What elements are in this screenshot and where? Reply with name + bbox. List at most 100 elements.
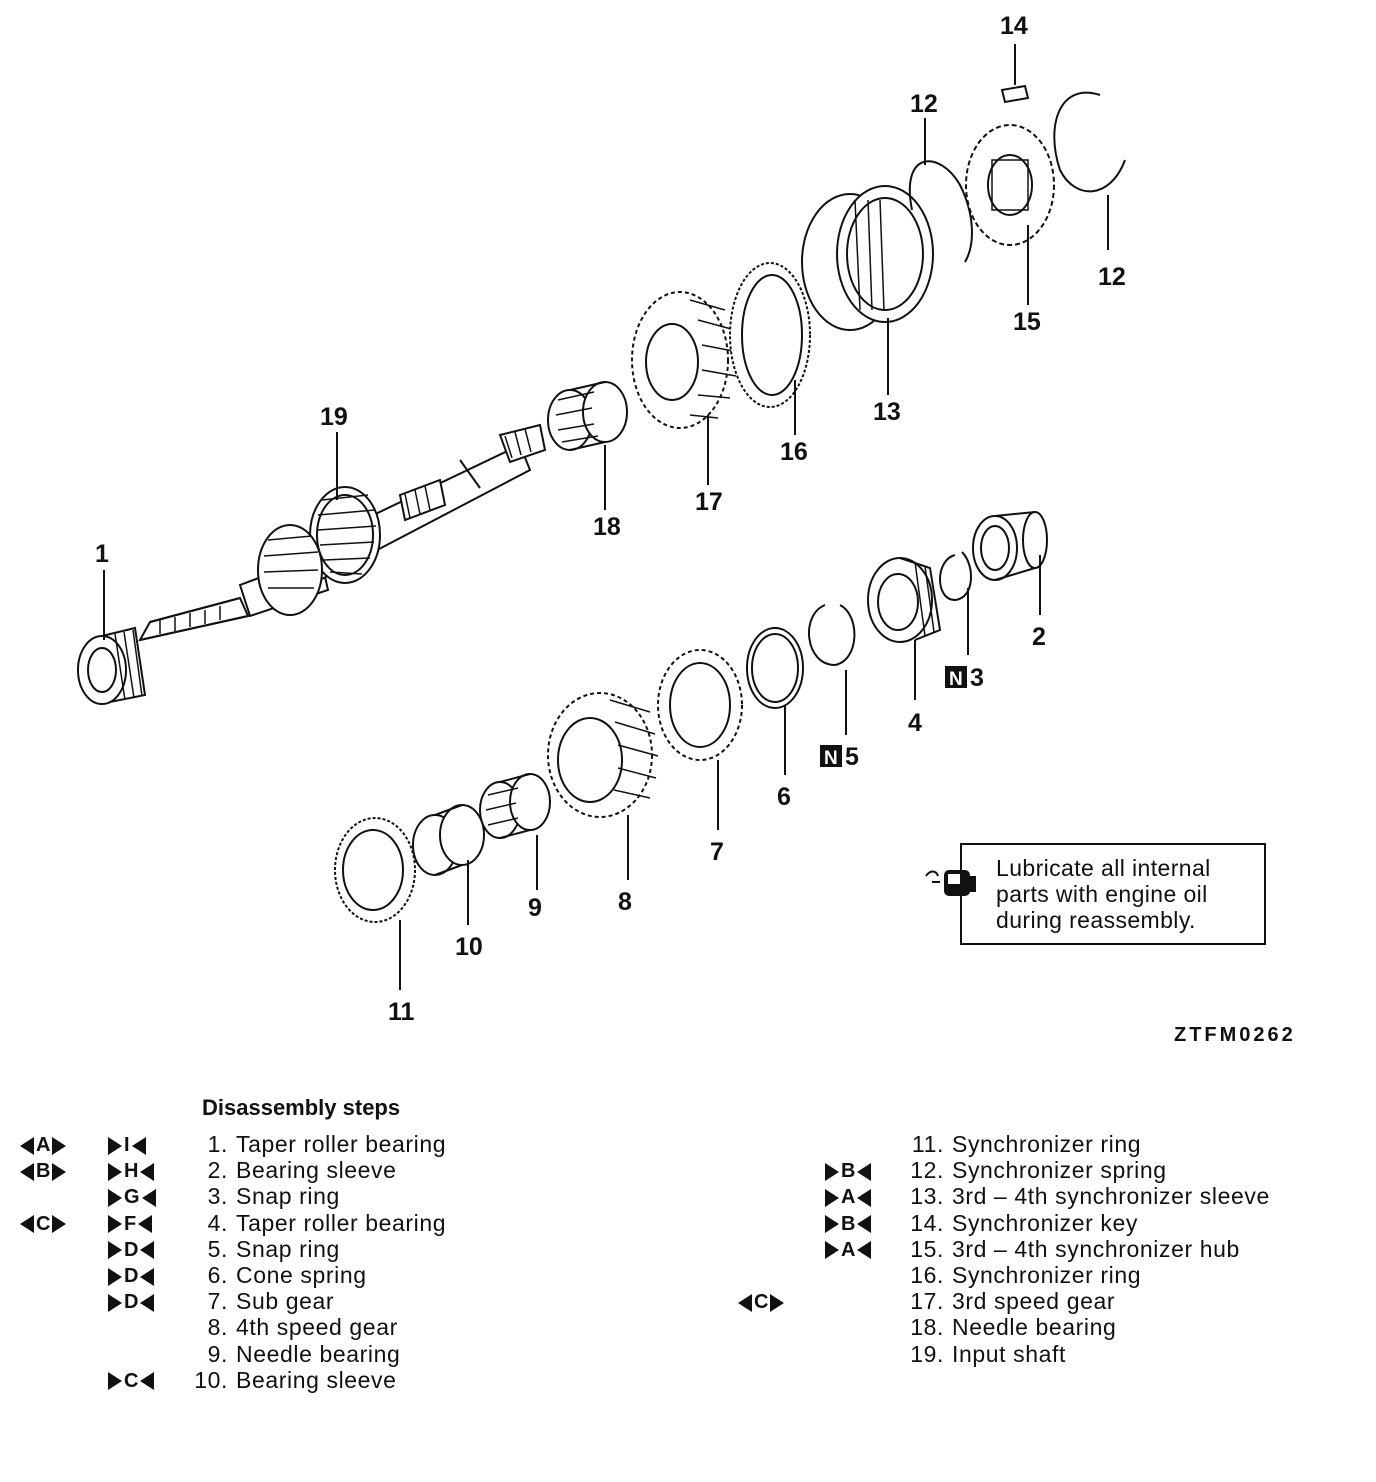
bearing-sleeve-2 <box>972 511 1048 581</box>
step-row-left-9: 9. Needle bearing <box>188 1341 400 1367</box>
step-number: 13. <box>910 1183 944 1210</box>
step-label: Synchronizer ring <box>952 1262 1142 1288</box>
callout-12b: 12 <box>1098 263 1126 291</box>
callout-12a: 12 <box>910 90 938 118</box>
step-label: Snap ring <box>236 1235 340 1262</box>
step-number: 9. <box>207 1340 228 1367</box>
marker-inner-left-4: F <box>108 1213 153 1235</box>
step-row-left-2: 2.Bearing sleeve <box>188 1157 397 1183</box>
callout-9: 9 <box>528 894 542 922</box>
marker-inner-left-6: D <box>108 1265 155 1287</box>
step-row-right-2: 12. Synchronizer spring <box>900 1157 1167 1183</box>
step-label: Bearing sleeve <box>236 1157 397 1184</box>
marker-inner-left-5: D <box>108 1239 155 1261</box>
step-label: Synchronizer ring <box>952 1131 1142 1157</box>
step-label: Bearing sleeve <box>236 1366 397 1393</box>
synchronizer-sleeve-13 <box>801 185 934 331</box>
step-row-right-8: 18.Needle bearing <box>900 1314 1116 1340</box>
callout-16: 16 <box>780 438 808 466</box>
step-row-left-6: 6. Cone spring <box>188 1262 367 1288</box>
step-number: 12. <box>910 1157 944 1184</box>
new-part-badge-5-letter: N <box>824 748 838 769</box>
step-label: 3rd – 4th synchronizer hub <box>952 1235 1240 1262</box>
step-label: Taper roller bearing <box>236 1131 447 1157</box>
marker-inner-right-3: A <box>825 1186 872 1208</box>
step-number: 11. <box>911 1131 944 1157</box>
step-label: Taper roller bearing <box>236 1209 447 1236</box>
step-number: 10. <box>194 1366 228 1393</box>
cone-spring-6 <box>746 627 804 709</box>
note-line-1: Lubricate all internal <box>996 855 1211 881</box>
bearing-sleeve-10 <box>412 804 485 876</box>
note-line-3: during reassembly. <box>996 907 1196 933</box>
step-row-right-5: 15. 3rd – 4th synchronizer hub <box>900 1236 1240 1262</box>
callout-10: 10 <box>455 933 483 961</box>
step-number: 14. <box>910 1209 944 1236</box>
oil-can-icon <box>925 870 976 896</box>
fourth-speed-gear-8 <box>547 692 659 818</box>
marker-inner-right-2: B <box>825 1160 872 1182</box>
marker-inner-left-1: I <box>108 1134 146 1156</box>
marker-outer-left-2: B <box>20 1160 67 1182</box>
step-number: 4. <box>207 1209 228 1236</box>
step-number: 18. <box>910 1314 944 1341</box>
lubrication-note-text: Lubricate all internal parts with engine… <box>996 855 1258 933</box>
callout-5: 5 <box>845 743 859 771</box>
marker-inner-right-4: B <box>825 1213 872 1235</box>
step-number: 7. <box>207 1288 228 1315</box>
needle-bearing-9 <box>479 773 551 839</box>
step-number: 16. <box>910 1262 944 1288</box>
step-label: 3rd – 4th synchronizer sleeve <box>952 1183 1270 1210</box>
step-row-right-3: 13. 3rd – 4th synchronizer sleeve <box>900 1183 1270 1209</box>
synchronizer-spring-12a <box>909 160 973 263</box>
step-row-left-1: 1.Taper roller bearing <box>188 1131 446 1157</box>
callout-8: 8 <box>618 888 632 916</box>
callout-13: 13 <box>873 398 901 426</box>
callout-3: 3 <box>970 664 984 692</box>
step-row-right-4: 14. Synchronizer key <box>900 1210 1138 1236</box>
callout-19: 19 <box>320 403 348 431</box>
synchronizer-key-14 <box>1000 84 1030 104</box>
taper-roller-bearing-4 <box>867 557 942 643</box>
note-line-2: parts with engine oil <box>996 881 1208 907</box>
snap-ring-3 <box>939 551 973 602</box>
step-label: Needle bearing <box>236 1340 401 1367</box>
step-row-right-6: 16. Synchronizer ring <box>900 1262 1141 1288</box>
step-label: 4th speed gear <box>236 1314 398 1341</box>
step-label: Sub gear <box>236 1288 335 1315</box>
third-speed-gear-17 <box>631 291 739 429</box>
marker-outer-right-7: C <box>738 1291 785 1313</box>
marker-inner-left-7: D <box>108 1291 155 1313</box>
step-number: 5. <box>207 1235 228 1262</box>
marker-inner-right-5: A <box>825 1239 872 1261</box>
synchronizer-spring-12b <box>1053 91 1126 193</box>
callout-4: 4 <box>908 709 922 737</box>
step-label: Synchronizer key <box>952 1209 1139 1236</box>
callout-1: 1 <box>95 540 109 568</box>
step-row-right-1: 11. Synchronizer ring <box>900 1131 1141 1157</box>
step-number: 6. <box>207 1262 228 1288</box>
step-label: 3rd speed gear <box>952 1288 1116 1315</box>
callout-15: 15 <box>1013 308 1041 336</box>
synchronizer-ring-16 <box>729 262 811 408</box>
synchronizer-ring-11 <box>334 817 416 923</box>
step-row-left-8: 8. 4th speed gear <box>188 1314 398 1340</box>
step-row-right-9: 19.Input shaft <box>900 1341 1066 1367</box>
marker-outer-left-1: A <box>20 1134 67 1156</box>
leader-lines <box>103 44 1109 990</box>
exploded-parts-diagram: 1 19 18 17 16 13 12 14 15 12 2 N 3 4 N 5… <box>77 12 1126 1026</box>
needle-bearing-18 <box>547 381 628 451</box>
synchronizer-hub-15 <box>965 124 1055 246</box>
step-number: 19. <box>910 1340 944 1367</box>
step-number: 17. <box>910 1288 944 1315</box>
step-row-left-7: 7. Sub gear <box>188 1288 334 1314</box>
new-part-badge-3: N <box>945 666 967 690</box>
figure-code: ZTFM0262 <box>1174 1024 1296 1046</box>
marker-outer-left-4: C <box>20 1213 67 1235</box>
callout-17: 17 <box>695 488 723 516</box>
step-number: 8. <box>207 1314 228 1341</box>
step-label: Synchronizer spring <box>952 1157 1167 1184</box>
step-number: 15. <box>910 1235 944 1262</box>
step-label: Cone spring <box>236 1262 367 1288</box>
new-part-badge-3-letter: N <box>949 669 963 690</box>
